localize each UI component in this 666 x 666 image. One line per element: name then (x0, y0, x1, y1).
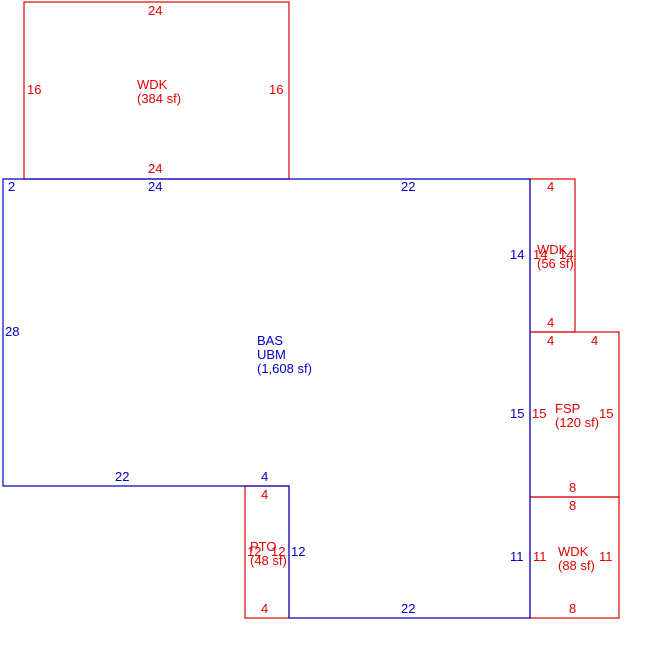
bas-dim-right-upper: 14 (510, 247, 525, 262)
bas-dim-step: 4 (261, 469, 269, 484)
wdk-top-dim-left: 16 (27, 82, 42, 97)
fsp-dim-top-b: 4 (591, 333, 599, 348)
pto-dim-top: 4 (261, 487, 269, 502)
wdk-top-code: WDK (137, 77, 168, 92)
pto-dim-left: 12 (247, 544, 262, 559)
bas-dim-top-left: 2 (8, 179, 16, 194)
wdk-small-dim-right: 14 (559, 247, 574, 262)
wdk-small-code: WDK (537, 242, 568, 257)
bas-dim-top-a: 24 (148, 179, 163, 194)
bas-code2: UBM (257, 347, 286, 362)
wdk-small-dim-top: 4 (547, 179, 555, 194)
wdk-top-dim-top: 24 (148, 3, 163, 18)
wdk-bottom-dim-bottom: 8 (569, 601, 577, 616)
bas-dim-bottom-left: 22 (115, 469, 130, 484)
pto-dim-bottom: 4 (261, 601, 269, 616)
wdk-top-dim-bottom: 24 (148, 161, 163, 176)
wdk-bottom-area: (88 sf) (558, 558, 595, 573)
wdk-bottom-code: WDK (558, 544, 589, 559)
wdk-small-area: (56 sf) (537, 256, 574, 271)
bas-outline (2, 178, 531, 619)
bas-dim-bottom: 22 (401, 601, 416, 616)
fsp-dim-left: 15 (532, 406, 547, 421)
wdk-top-area: (384 sf) (137, 91, 182, 106)
wdk-bottom-dim-top: 8 (569, 498, 577, 513)
bas-dim-left: 28 (5, 324, 20, 339)
fsp-area: (120 sf) (555, 415, 600, 430)
bas-dim-pto-side: 12 (291, 544, 306, 559)
wdk-bottom-dim-right: 11 (599, 549, 613, 564)
fsp-dim-right: 15 (599, 406, 614, 421)
fsp-dim-top-a: 4 (547, 333, 555, 348)
bas-code: BAS (257, 333, 284, 348)
bas-dim-right-lower: 11 (510, 549, 524, 564)
wdk-bottom-dim-left: 11 (533, 549, 547, 564)
bas-dim-top-b: 22 (401, 179, 416, 194)
wdk-top-dim-right: 16 (269, 82, 284, 97)
fsp-code: FSP (555, 401, 581, 416)
pto-area: (48 sf) (250, 553, 287, 568)
bas-area: (1,608 sf) (257, 361, 312, 376)
pto-code: PTO (250, 539, 277, 554)
wdk-small-dim-left: 14 (533, 247, 548, 262)
bas-dim-right-mid: 15 (510, 406, 525, 421)
wdk-small-dim-bottom: 4 (547, 315, 555, 330)
pto-dim-right: 12 (271, 544, 286, 559)
fsp-dim-bottom: 8 (569, 480, 577, 495)
